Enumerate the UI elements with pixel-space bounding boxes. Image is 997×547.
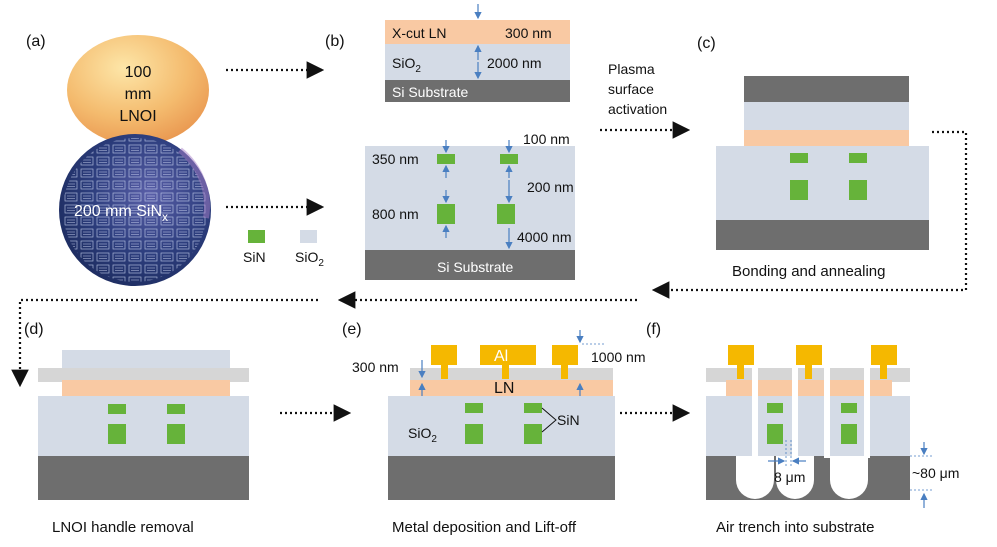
ln-thickness: 300 nm [505,25,552,41]
legend-sin-label: SiN [243,249,266,265]
ln-layer [385,20,570,44]
handle-removed-stack [38,350,249,500]
metal-stack: Al LN SiN SiO2 300 nm 1000 nm [352,330,645,500]
process-note-line3: activation [608,101,667,117]
panel-label-c: (c) [697,35,716,52]
caption-f: Air trench into substrate [716,519,874,536]
sin-wafer-label: 200 mm SiNx [74,203,168,224]
panel-label-f: (f) [646,321,661,338]
panel-label-a: (a) [26,33,46,50]
dim-4000: 4000 nm [517,229,571,245]
dim-300-e: 300 nm [352,359,399,375]
oxide-layer-label: SiO2 [392,55,421,75]
caption-d: LNOI handle removal [52,519,194,536]
legend-sio2-label: SiO2 [295,249,324,269]
lnoi-wafer-line2: mm [125,86,152,103]
al-label: Al [494,348,508,365]
lnoi-wafer: 100 mm LNOI [67,35,209,145]
oxide-thickness: 2000 nm [487,55,541,71]
panel-label-e: (e) [342,321,362,338]
dim-1000-e: 1000 nm [591,349,645,365]
dim-200: 200 nm [527,179,574,195]
oxide-label-e: SiO2 [408,425,437,445]
si-substrate-label-2: Si Substrate [437,259,513,275]
legend: SiN SiO2 [243,230,324,269]
process-note-line2: surface [608,81,654,97]
caption-c: Bonding and annealing [732,263,885,280]
si-substrate-label: Si Substrate [392,84,468,100]
sin-wafer: 200 mm SiNx [59,134,211,286]
sin-stack: 350 nm 800 nm 100 nm 200 nm 4000 nm Si S… [365,131,575,280]
lnoi-wafer-line3: LNOI [119,108,156,125]
panel-label-b: (b) [325,33,345,50]
trench-stack: 8 μm ~80 μm [706,345,959,508]
legend-sin-swatch [248,230,265,243]
si-substrate [385,80,570,102]
sin-label-e: SiN [557,412,580,428]
caption-e: Metal deposition and Lift-off [392,519,577,536]
flow-arrow-c-e [651,130,968,299]
bonded-stack [716,76,929,250]
panel-label-d: (d) [24,321,44,338]
dim-800: 800 nm [372,206,419,222]
ln-layer-label: X-cut LN [392,25,446,41]
dim-80um: ~80 μm [912,465,959,481]
lnoi-stack: X-cut LN 300 nm SiO2 2000 nm Si Substrat… [385,4,570,102]
dim-8um: 8 μm [774,469,805,485]
dim-100: 100 nm [523,131,570,147]
legend-sio2-swatch [300,230,317,243]
ln-label: LN [494,380,514,397]
lnoi-wafer-line1: 100 [125,64,152,81]
dim-350: 350 nm [372,151,419,167]
process-note-line1: Plasma [608,61,655,77]
